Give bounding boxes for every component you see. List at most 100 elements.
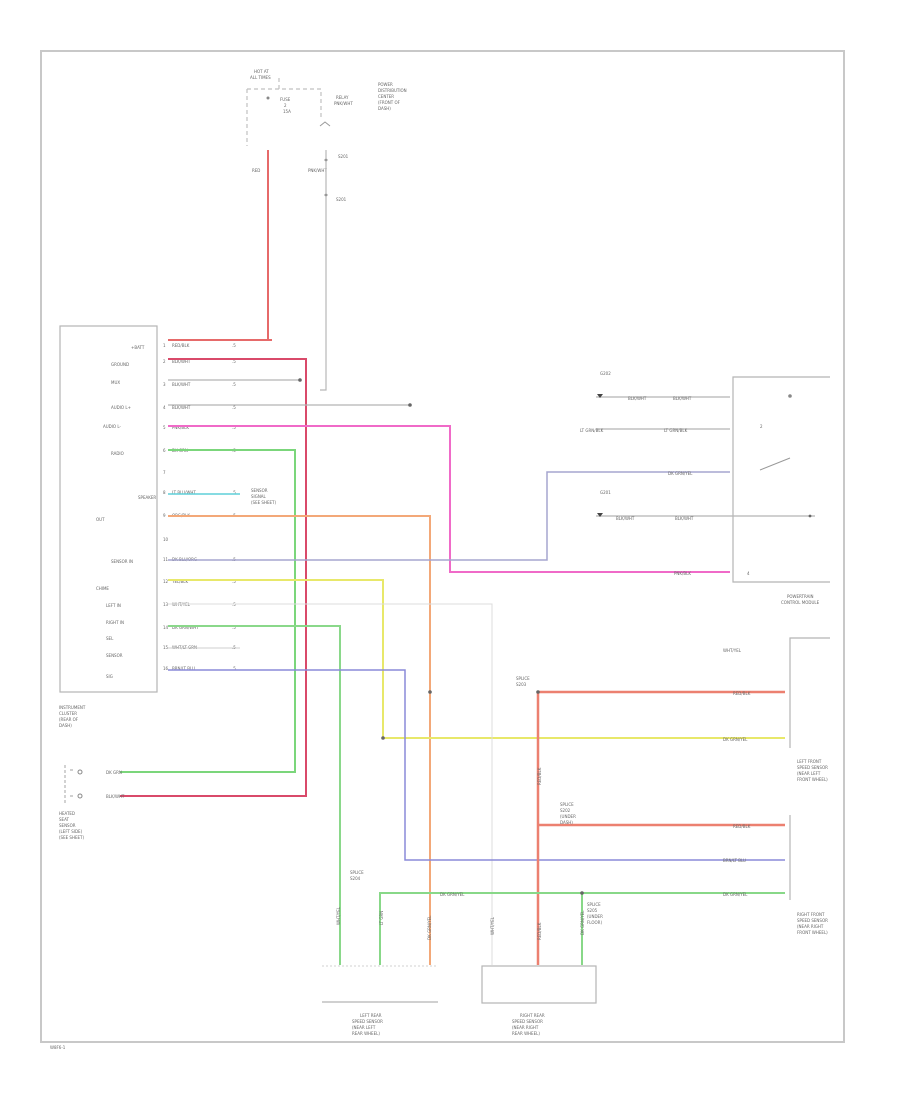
wire-gauge-14: .5 <box>232 625 236 630</box>
bottom-vlabel-4: RED/BLK <box>537 767 542 785</box>
left-sensor-wire-1: DK GRN <box>106 770 122 775</box>
bottom-vlabel-6: RED/BLK <box>537 922 542 940</box>
bottom-vlabel-5: WHT/YEL <box>490 916 495 935</box>
pin-9: SENSOR IN <box>111 559 133 564</box>
left-front-sensor-bracket <box>789 637 830 748</box>
instrument-cluster: +BATT GROUND MUX AUDIO L+ AUDIO L- RADIO… <box>59 325 158 728</box>
splice-s203-label-1: SPLICE <box>516 676 530 681</box>
splice-s201: S201 <box>338 154 349 159</box>
bottom-right-splice-2: S205 <box>587 908 598 913</box>
wire-code-5: 5 <box>163 425 166 430</box>
lr-label-3: (NEAR LEFT <box>352 1025 376 1030</box>
pin-13: SEL <box>106 636 114 641</box>
pcm-wire-label-1b: BLK/WHT <box>673 396 692 401</box>
wire-code-9: 9 <box>163 513 166 518</box>
cluster-label-3: (REAR OF <box>59 717 79 722</box>
wire-gauge-16: .5 <box>232 666 236 671</box>
wire-code-8: 8 <box>163 490 166 495</box>
rf-wire-label-1: RED/BLK <box>733 824 751 829</box>
wire-wht-yel <box>168 603 493 965</box>
right-rear-connector-box <box>481 965 597 1004</box>
wire-org-blk <box>168 515 431 965</box>
cluster-label-2: CLUSTER <box>59 711 77 716</box>
cluster-mid-label-2: SIGNAL <box>251 494 267 499</box>
pcm-wire-label-3b: BLK/WHT <box>675 516 694 521</box>
page-code: W8F6-1 <box>50 1045 66 1050</box>
cluster-box <box>59 325 158 693</box>
pin-11: LEFT IN <box>106 603 121 608</box>
wire-gauge-4: .5 <box>232 405 236 410</box>
wire-color-1: RED/BLK <box>172 343 190 348</box>
wire-gauge-2: .5 <box>232 359 236 364</box>
cluster-label-1: INSTRUMENT <box>59 705 86 710</box>
pcm-wire-label-6: PNK/BLK <box>674 571 691 576</box>
wire-code-6: 6 <box>163 448 166 453</box>
pin-14: SENSOR <box>106 653 123 658</box>
lr-label-1: LEFT REAR <box>360 1013 382 1018</box>
right-sensor-boxes: WHT/YEL RED/BLK DK GRN/YEL LEFT FRONT SP… <box>440 637 830 935</box>
wire-color-4: BLK/WHT <box>172 405 191 410</box>
wire-gauge-8: .5 <box>232 490 236 495</box>
wire-dk-blu-org <box>168 471 730 561</box>
rf-wire-label-3: DK GRN/YEL <box>723 892 748 897</box>
mid-splice-label-2: S202 <box>560 808 571 813</box>
bottom-right-splice-4: FLOOR) <box>587 920 602 925</box>
lf-label-2: SPEED SENSOR <box>797 765 828 770</box>
pcm-terminal-2: 2 <box>760 424 763 429</box>
rf-label-3: (NEAR RIGHT <box>797 924 824 929</box>
wires <box>120 339 815 965</box>
ground-label-g202: G202 <box>600 371 611 376</box>
fuse-box-outline <box>246 78 322 146</box>
left-sensor-label-4: (LEFT SIDE) <box>59 829 83 834</box>
pin-10: CHIME <box>96 586 109 591</box>
wire-code-7: 7 <box>163 470 166 475</box>
pin-2: GROUND <box>111 362 129 367</box>
pin-7: SPEAKER <box>138 495 156 500</box>
lf-wire-label-1: WHT/YEL <box>723 648 742 653</box>
wire-code-10: 10 <box>163 537 169 542</box>
wire-pnk-feed <box>320 150 327 391</box>
pcm-wire-label-3: BLK/WHT <box>616 516 635 521</box>
rr-label-3: (NEAR RIGHT <box>512 1025 539 1030</box>
pin-15: SIG <box>106 674 113 679</box>
wire-code-1: 1 <box>163 343 166 348</box>
wire-code-14: 14 <box>163 625 169 630</box>
wire-yel-blk <box>168 579 785 739</box>
left-sensor: DK GRN BLK/WHT HEATED SEAT SENSOR (LEFT … <box>59 765 125 840</box>
wire-color-14: DK GRN/WHT <box>172 625 199 630</box>
fuse-wire-label-1: RED <box>252 168 260 173</box>
bottom-vlabel-7: DK GRN/YEL <box>580 910 585 935</box>
wire-gauge-12: .5 <box>232 579 236 584</box>
wire-red-feed <box>240 150 269 341</box>
mid-splice-label-3: (UNDER <box>560 814 576 819</box>
lr-label-2: SPEED SENSOR <box>352 1019 383 1024</box>
wire-dk-grn <box>120 449 296 773</box>
fuse-box-title-1: HOT AT <box>254 69 269 74</box>
wire-code-3: 3 <box>163 382 166 387</box>
lf-wire-label-2: RED/BLK <box>733 691 751 696</box>
wire-gauge-1: .5 <box>232 343 236 348</box>
lr-label-4: REAR WHEEL) <box>352 1031 380 1036</box>
bottom-vlabel-3: DK GRN/YEL <box>427 915 432 940</box>
wire-code-11: 11 <box>163 557 169 562</box>
fuse-label-1: FUSE <box>280 97 291 102</box>
lf-wire-label-3: DK GRN/YEL <box>723 737 748 742</box>
bottom-splice-label-2: S204 <box>350 876 361 881</box>
wire-code-4: 4 <box>163 405 166 410</box>
pin-12: RIGHT IN <box>106 620 124 625</box>
left-sensor-label-1: HEATED <box>59 811 75 816</box>
rf-label-4: FRONT WHEEL) <box>797 930 828 935</box>
relay-label-1: RELAY <box>336 95 349 100</box>
pcm-terminal-4: 4 <box>747 571 750 576</box>
panel-label-4: (FRONT OF <box>378 100 401 105</box>
lf-label-4: FRONT WHEEL) <box>797 777 828 782</box>
pcm-wire-label-2b: LT GRN/BLK <box>664 428 688 433</box>
bottom-vlabel-2: LT GRN <box>379 911 384 925</box>
wire-gauge-5: .5 <box>232 425 236 430</box>
wire-code-16: 16 <box>163 666 169 671</box>
pin-4: AUDIO L+ <box>111 405 131 410</box>
pin-8: OUT <box>96 517 105 522</box>
wire-blk-wht-1 <box>120 358 307 797</box>
wire-color-8: LT BLU/WHT <box>172 490 196 495</box>
panel-label-2: DISTRIBUTION <box>378 88 407 93</box>
